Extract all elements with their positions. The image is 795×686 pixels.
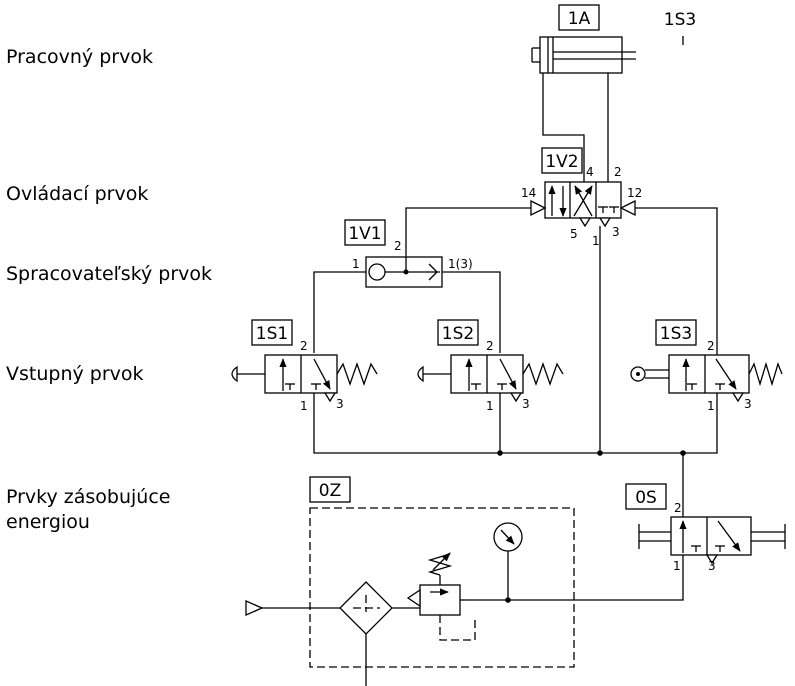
0s-port1: 1 — [673, 559, 681, 573]
service-unit-0z: 0Z — [245, 476, 575, 686]
shuttle-port13: 1(3) — [448, 257, 473, 271]
valve-1s3: 1S3 2 1 3 — [630, 319, 783, 413]
valve-1v2-port1: 1 — [592, 234, 600, 248]
cylinder-sensor-tag: 1S3 — [664, 10, 696, 30]
shuttle-valve-1v1: 1V1 2 1 1(3) — [344, 219, 473, 288]
valve-1s1-tag: 1S1 — [256, 324, 288, 344]
1s3-port3: 3 — [744, 397, 752, 411]
valve-1v2: 1V2 4 2 5 1 3 14 12 — [521, 147, 642, 248]
1s2-port2: 2 — [486, 339, 494, 353]
shuttle-1v1-tag: 1V1 — [348, 224, 381, 244]
1s3-port2: 2 — [707, 339, 715, 353]
line-port4 — [542, 73, 585, 182]
valve-1v2-port14: 14 — [521, 186, 536, 200]
supply-rail — [313, 393, 718, 454]
valve-1v2-port4: 4 — [586, 165, 594, 179]
line-1s1-out — [313, 271, 366, 353]
1s1-port3: 3 — [336, 397, 344, 411]
level-label-supply-line2: energiou — [6, 511, 90, 533]
pilot-line-14 — [405, 207, 531, 247]
0s-port3: 3 — [708, 559, 716, 573]
valve-1v2-tag: 1V2 — [545, 152, 578, 172]
1s3-port1: 1 — [707, 399, 715, 413]
pilot-line-12 — [635, 207, 718, 355]
valve-1v2-port3: 3 — [612, 225, 620, 239]
0s-port2: 2 — [674, 501, 682, 515]
valve-1v2-port12: 12 — [627, 186, 642, 200]
level-label-control: Ovládací prvok — [6, 183, 148, 205]
level-label-working: Pracovný prvok — [6, 46, 153, 68]
1s1-port2: 2 — [300, 339, 308, 353]
line-1s2-out — [442, 271, 501, 353]
valve-1s2-tag: 1S2 — [442, 324, 474, 344]
shuttle-port2: 2 — [394, 239, 402, 253]
valve-1v2-port2: 2 — [614, 165, 622, 179]
level-label-input: Vstupný prvok — [6, 363, 144, 385]
1s1-port1: 1 — [300, 399, 308, 413]
shuttle-port1: 1 — [352, 257, 360, 271]
level-label-supply-line1: Prvky zásobujúce — [6, 486, 171, 508]
cylinder-1a: 1A 1S3 — [531, 4, 696, 74]
valve-1s2: 1S2 2 1 3 — [417, 319, 564, 413]
valve-1s1: 1S1 2 1 3 — [231, 319, 378, 413]
service-unit-tag: 0Z — [319, 481, 341, 501]
valve-1v2-port5: 5 — [570, 227, 578, 241]
1s2-port1: 1 — [486, 399, 494, 413]
valve-0s-tag: 0S — [635, 488, 657, 508]
supply-to-0s — [466, 555, 684, 601]
cylinder-tag: 1A — [568, 9, 591, 29]
valve-0s: 0S 2 1 3 — [625, 483, 786, 573]
valve-1s3-tag: 1S3 — [660, 324, 692, 344]
1s2-port3: 3 — [522, 397, 530, 411]
level-label-processing: Spracovateľský prvok — [6, 263, 212, 285]
